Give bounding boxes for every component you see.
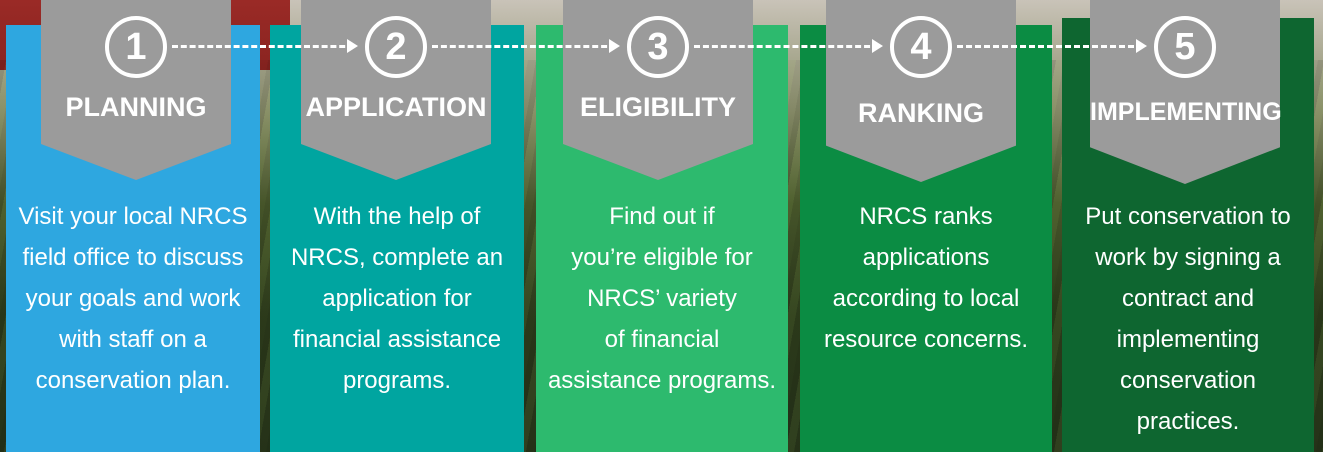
step-number-badge: 4 [890,16,952,78]
dashed-arrow-icon [432,39,620,53]
step-title: ELIGIBILITY [579,92,736,122]
step-title: RANKING [858,98,984,128]
step-number-badge: 2 [365,16,427,78]
step-description: NRCS ranks applications according to loc… [823,203,1029,353]
step-number-badge: 3 [627,16,689,78]
step-description: With the help of NRCS, complete an appli… [290,203,504,394]
step-title: APPLICATION [305,92,487,122]
step-number-badge: 1 [105,16,167,78]
step-number-badge: 5 [1154,16,1216,78]
step-description: Visit your local NRCS field office to di… [18,203,248,394]
step-title: PLANNING [65,92,207,122]
step-description: Find out if you’re eligible for NRCS’ va… [547,203,777,394]
step-description: Put conservation to work by signing a co… [1085,203,1291,435]
dashed-arrow-icon [172,39,358,53]
step-title: IMPLEMENTING [1090,98,1282,126]
dashed-arrow-icon [957,39,1147,53]
dashed-arrow-icon [694,39,883,53]
